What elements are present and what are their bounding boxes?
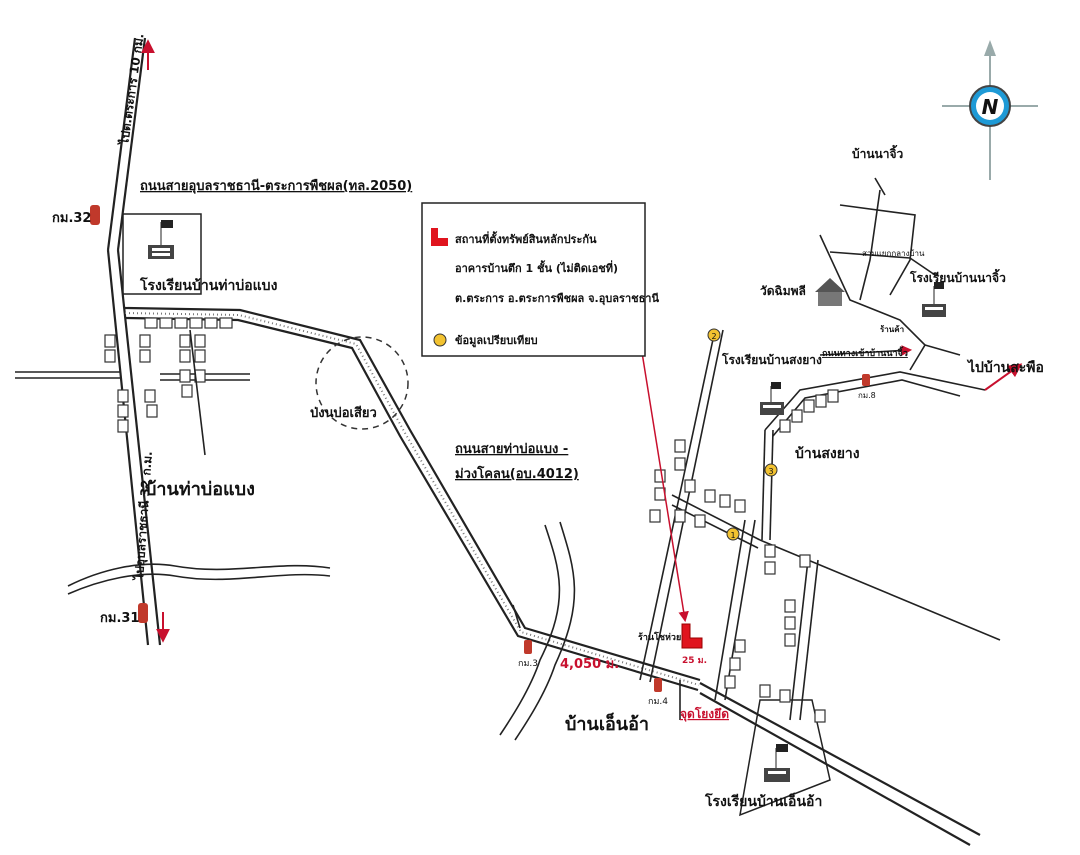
label-village-tha-bo-baeng: บ้านท่าบ่อแบง [145, 479, 255, 500]
school-compound-tha-bo-baeng [122, 213, 202, 295]
school-icon [922, 282, 946, 317]
label-crossroad: สามแยกกลางบ้าน [862, 249, 925, 258]
comparable-marker-3: 3 [764, 463, 778, 477]
houses-tha-bo-baeng [104, 317, 233, 456]
label-turn-point: จุดโยงยึด [680, 706, 729, 722]
stream-en-a [499, 524, 561, 736]
label-road-4012-2: ม่วงโคลน(อบ.4012) [455, 465, 579, 482]
school-icon [764, 744, 790, 782]
legend-item1-line2: อาคารบ้านตึก 1 ชั้น (ไม่ติดเอชที่) [455, 260, 618, 275]
comparable-marker-1: 1 [726, 527, 740, 541]
temple-icon [815, 278, 845, 306]
km-post-icon [138, 603, 148, 623]
houses-en-a-song-yang [649, 389, 839, 723]
school-icon [148, 220, 174, 259]
km-post-icon [862, 374, 870, 386]
label-village-en-a: บ้านเอ็นอ้า [565, 712, 649, 735]
legend-item1-line3: ต.ตระการ อ.ตระการพืชผล จ.อุบลราชธานี [455, 292, 659, 306]
label-school-na-chio: โรงเรียนบ้านนาจิ้ว [909, 268, 1006, 285]
label-km32: กม.32 [52, 211, 91, 226]
legend-box [421, 202, 646, 357]
label-village-song-yang: บ้านสงยาง [795, 446, 860, 462]
km-post-icon [524, 640, 532, 654]
legend-item2: ข้อมูลเปรียบเทียบ [455, 334, 538, 348]
label-to-krakarn: ไปต.ตระการ 10 กม. [116, 32, 147, 147]
label-school-en-a: โรงเรียนบ้านเอ็นอ้า [704, 792, 822, 810]
label-km8: กม.8 [858, 391, 876, 400]
svg-text:3: 3 [768, 467, 773, 476]
arrow-sa-phue [984, 363, 1023, 391]
label-wat: วัดฉิมพลี [760, 284, 806, 298]
label-shop: ร้านโชห่วย [638, 631, 681, 643]
svg-text:N: N [982, 95, 999, 119]
canal [67, 563, 331, 595]
legend-comparable-icon [433, 333, 447, 347]
label-road-4012-1: ถนนสายท่าบ่อแบง - [455, 442, 568, 457]
svg-text:1: 1 [730, 531, 735, 540]
km-post-icon [90, 205, 100, 225]
label-school-tha-bo-baeng: โรงเรียนบ้านท่าบ่อแบง [139, 276, 278, 294]
label-to-sa-phue: ไปบ้านสะพือ [966, 358, 1044, 376]
label-village-na-chio: บ้านนาจิ้ว [852, 144, 904, 161]
comparable-marker-2: 2 [707, 328, 721, 342]
school-compound-en-a [739, 699, 831, 817]
label-hwy-2050: ถนนสายอุบลราชธานี-ตระการพืชผล(ทล.2050) [140, 178, 412, 194]
km-post-icon [654, 678, 662, 692]
road-4012 [124, 306, 981, 846]
label-km3: กม.3 [518, 659, 538, 669]
pointer-arrow [639, 339, 689, 623]
label-school-song-yang: โรงเรียนบ้านสงยาง [721, 352, 822, 367]
village-roads [639, 329, 1023, 721]
curve-circle [315, 336, 409, 430]
label-km31: กม.31 [100, 611, 139, 626]
label-width: 25 ม. [682, 656, 707, 666]
school-icon [760, 382, 784, 415]
label-shop2: ร้านค้า [880, 324, 904, 334]
legend-property-icon [431, 228, 448, 246]
label-curve: ป่งนบ่อเสียว [310, 405, 377, 421]
compass-icon: N [942, 40, 1038, 180]
na-chio-roads [819, 177, 961, 371]
label-distance: 4,050 ม. [560, 657, 619, 672]
property-marker [681, 623, 703, 649]
legend-item1-line1: สถานที่ตั้งทรัพย์สินหลักประกัน [455, 231, 597, 246]
label-km4: กม.4 [648, 697, 668, 707]
svg-text:2: 2 [711, 332, 716, 341]
label-road-na-chio: ถนนทางเข้าบ้านนาจิ้ว [822, 346, 908, 359]
